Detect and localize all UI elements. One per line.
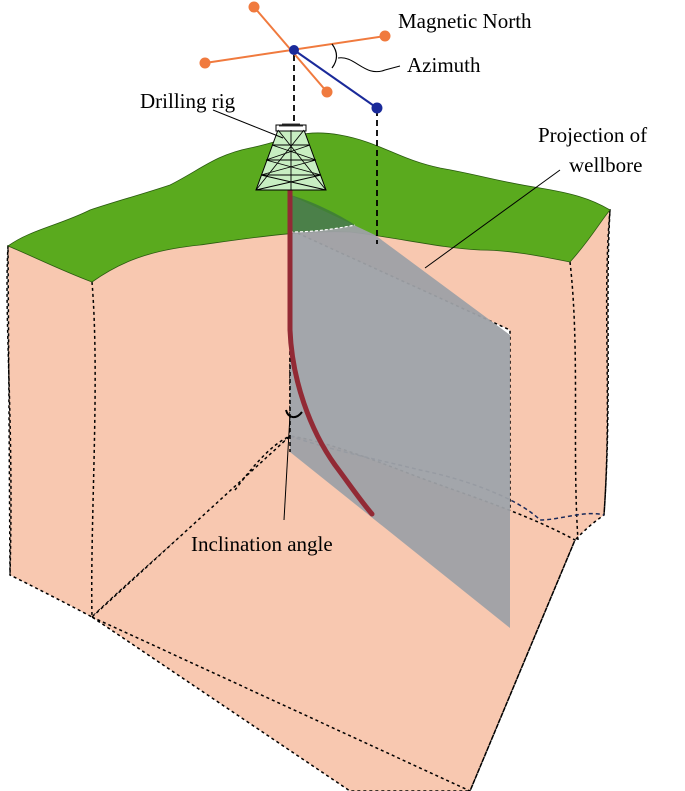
inclination-angle-label: Inclination angle: [191, 532, 333, 556]
inclination-arc: [285, 409, 303, 418]
drilling-rig-label: Drilling rig: [140, 89, 236, 113]
block-edge-right: [569, 261, 579, 541]
block-edge-left: [6, 245, 12, 576]
projection-label-line2: wellbore: [569, 153, 642, 177]
azimuth-arc: [331, 43, 338, 69]
magnetic-north-label: Magnetic North: [398, 9, 532, 33]
leader-drilling-rig: [212, 109, 284, 139]
azimuth-end: [371, 102, 383, 114]
leader-projection: [424, 169, 561, 269]
projection-plane-top-shadow: [290, 195, 355, 232]
block-edge-front: [90, 281, 96, 618]
azimuth-label: Azimuth: [407, 53, 481, 77]
horizon-line-left: [234, 435, 291, 491]
leader-inclination: [283, 414, 291, 521]
compass-center: [289, 45, 299, 55]
wellbore-path: [287, 172, 375, 517]
leader-azimuth: [337, 57, 401, 73]
projection-top-dash: [289, 224, 356, 233]
azimuth-line: [293, 49, 378, 109]
projection-label-line1: Projection of: [538, 123, 647, 147]
projection-plane: [290, 195, 510, 628]
block-bottom-edge: [91, 539, 576, 791]
drilling-rig-icon: [255, 123, 327, 191]
